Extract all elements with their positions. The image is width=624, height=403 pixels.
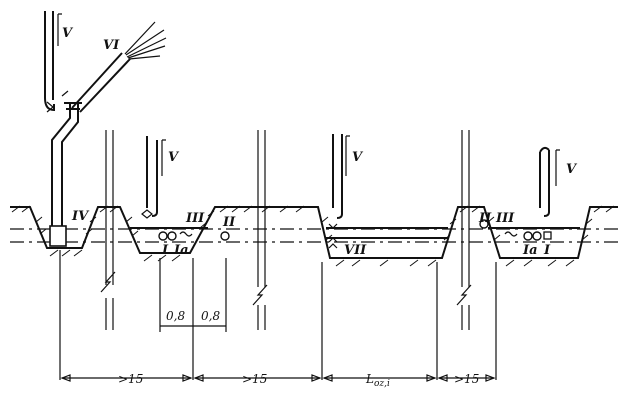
label-III-2: III xyxy=(495,211,515,226)
dim-span-3-main: L xyxy=(365,372,374,386)
label-I-2: I xyxy=(543,243,551,258)
label-Ia-2: Ia xyxy=(522,243,538,258)
dim-gap-2: 0,8 xyxy=(201,309,220,323)
label-V-1: V xyxy=(62,26,74,41)
label-V-2: V xyxy=(168,150,180,165)
dim-span-3-sub: oz,i xyxy=(374,379,390,389)
label-Ia-1: Ia xyxy=(173,243,189,258)
label-II-2: II xyxy=(478,211,492,226)
label-III-1: III xyxy=(185,211,205,226)
dim-gap-1: 0,8 xyxy=(166,309,185,323)
well-assembly xyxy=(44,11,167,247)
trench-2-equipment xyxy=(130,136,230,241)
label-V-4: V xyxy=(566,162,578,177)
label-VI: VI xyxy=(103,38,120,53)
label-II-1: II xyxy=(222,215,236,230)
label-IV: IV xyxy=(71,209,90,224)
label-VII: VII xyxy=(344,243,367,258)
label-V-3: V xyxy=(352,150,364,165)
dim-span-1: >15 xyxy=(118,372,143,386)
ground-hatching xyxy=(11,205,615,267)
dimension-lines xyxy=(59,250,497,382)
trench-3-equipment xyxy=(326,134,448,249)
dim-span-3: Loz,i xyxy=(365,372,390,389)
separator-posts xyxy=(100,130,472,330)
dim-span-4: >15 xyxy=(454,372,479,386)
dim-span-2: >15 xyxy=(242,372,267,386)
ground-profile xyxy=(10,206,618,259)
trench-4-equipment xyxy=(479,146,580,241)
label-I-1: I xyxy=(161,243,169,258)
